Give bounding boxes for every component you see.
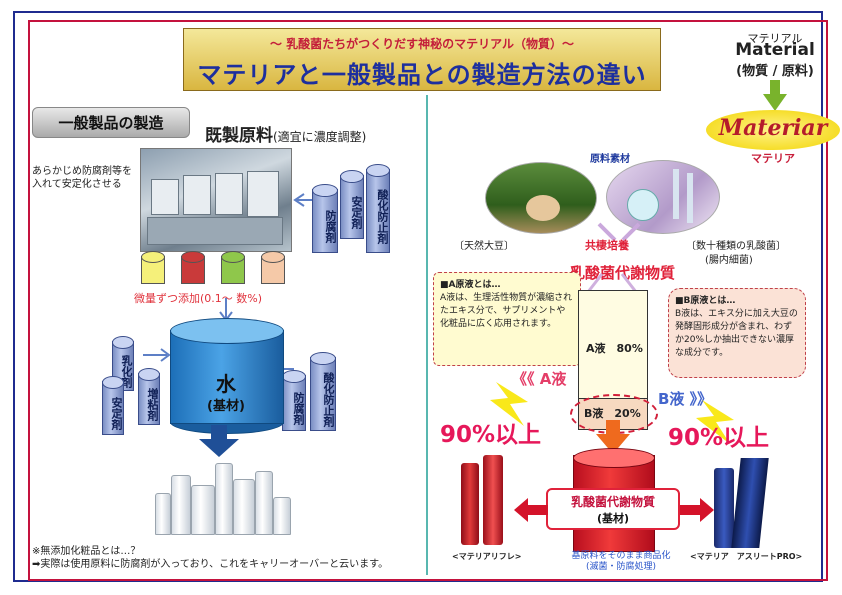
lab-bacteria-image (606, 160, 720, 234)
additive-jars (137, 250, 297, 290)
water-cylinder-top (170, 318, 284, 344)
additive-jar-lid (141, 251, 165, 263)
materiar-caption: マテリア (751, 152, 795, 165)
product-left-caption: <マテリアリフレ> (452, 552, 522, 561)
footnote-line-1: ※無添加化粧品とは…？ (32, 546, 141, 557)
right-arrow-icon (143, 348, 171, 362)
additive-jar-lid (221, 251, 245, 263)
cylinder-antioxidant: 酸化防止剤 (310, 352, 336, 431)
vessel-sub: (基材) (596, 512, 630, 525)
a-box-text: A液は、生理活性物質が濃縮されたエキス分で、サプリメントや化粧品に広く応用されま… (440, 293, 573, 329)
over-90-left: 90%以上 (440, 422, 542, 448)
co-culture-label: 共棲培養 (585, 239, 629, 252)
materia-refre-product (453, 455, 509, 550)
right-arrow-icon (680, 498, 714, 522)
lightning-left-icon (490, 382, 528, 426)
cylinder-stabilizer: 安定剤 (340, 170, 364, 239)
preservative-note-line: あらかじめ防腐剤等を (32, 166, 132, 177)
merge-arrows-icon (597, 222, 641, 242)
a-liquid-percent: 80% (616, 342, 643, 355)
section-title-general: 一般製品の製造 (32, 107, 190, 138)
additive-jar-lid (261, 251, 285, 263)
a-liquid-name: A液 (586, 342, 606, 355)
left-arrow-icon (514, 498, 548, 522)
outer-frame-red (28, 20, 828, 581)
split-arrows-icon (586, 273, 638, 293)
a-liquid-chevron: 《《 A液 (512, 370, 567, 388)
lab-caption-sub: (腸内細菌) (705, 255, 753, 266)
a-liquid-info-box: ■A原液とは… A液は、生理活性物質が濃縮されたエキス分で、サプリメントや化粧品… (433, 272, 581, 366)
additive-jar (221, 251, 245, 284)
cosmetic-bottles (155, 460, 291, 535)
trace-addition-text: 微量ずつ添加(0.1～ 数%) (134, 292, 263, 305)
bottom-note: 基原料をそのまま商品化 (滅菌・防腐処理) (556, 551, 686, 573)
materiar-logo (706, 110, 840, 150)
material-english: Material (735, 40, 815, 60)
metabolite-vessel-label: 乳酸菌代謝物質 (基材) (546, 488, 680, 530)
materiar-logo-text: Materiar (718, 115, 828, 141)
vessel-title: 乳酸菌代謝物質 (570, 495, 655, 509)
preservative-note-line: 入れて安定化させる (32, 179, 122, 190)
additive-jar (181, 251, 205, 284)
raw-material-title-text: 既製原料 (205, 126, 273, 146)
additive-jar (261, 251, 285, 284)
bottom-note-line-1: 基原料をそのまま商品化 (571, 551, 671, 561)
cylinder-preservative: 防腐剤 (312, 184, 338, 253)
over-90-right: 90%以上 (668, 425, 770, 451)
lab-caption: 〔数十種類の乳酸菌〕 (686, 241, 786, 252)
water-label: 水 (216, 372, 236, 396)
raw-material-note: (適宜に濃度調整) (273, 130, 367, 144)
b-box-title: ■B原液とは… (675, 296, 736, 306)
cylinder-thickener: 増粘剤 (138, 368, 160, 425)
a-liquid-label: A液 80% (586, 340, 643, 356)
cylinder-preservative: 防腐剤 (282, 370, 306, 431)
down-arrow-icon (596, 420, 630, 454)
center-divider (426, 95, 428, 575)
additive-cylinders-top: 防腐剤 安定剤 酸化防止剤 (312, 155, 392, 255)
soy-caption: 〔天然大豆〕 (454, 241, 514, 252)
raw-material-label: 原料素材 (590, 154, 630, 165)
cylinder-antioxidant: 酸化防止剤 (366, 164, 390, 253)
outer-frame-blue (13, 11, 823, 582)
additive-jar-lid (181, 251, 205, 263)
cylinder-stabilizer: 安定剤 (102, 376, 124, 435)
raw-material-title: 既製原料(適宜に濃度調整) (205, 121, 366, 146)
page-subtitle: ～ 乳酸菌たちがつくりだす神秘のマテリアル（物質）～ (269, 37, 575, 51)
footnote: ※無添加化粧品とは…？ ➡実際は使用原料に防腐剤が入っており、これをキャリーオー… (32, 545, 388, 571)
additive-cylinders-left: 乳化剤 増粘剤 安定剤 (100, 335, 170, 435)
product-right-caption: <マテリア アスリートPRO> (690, 552, 803, 561)
title-banner (183, 28, 661, 91)
preservative-note: あらかじめ防腐剤等を 入れて安定化させる (32, 165, 132, 191)
down-arrow-icon (199, 425, 239, 457)
b-liquid-chevron: B液 》》 (658, 390, 713, 408)
lightning-right-icon (696, 400, 734, 444)
bottom-note-line-2: (滅菌・防腐処理) (585, 562, 657, 572)
material-katakana: マテリアル (747, 32, 803, 45)
b-liquid-info-box: ■B原液とは… B液は、エキス分に加え大豆の発酵固形成分が含まれ、わずか20%し… (668, 288, 806, 378)
additive-cylinders-right: 防腐剤 酸化防止剤 (282, 345, 342, 435)
materia-athlete-pro-product (708, 458, 769, 550)
additive-jar (141, 251, 165, 284)
b-box-text: B液は、エキス分に加え大豆の発酵固形成分が含まれ、わずか20%しか抽出できない濃… (675, 309, 798, 358)
page-title: マテリアと一般製品との製造方法の違い (197, 61, 647, 89)
soybean-field-image (485, 162, 597, 234)
material-japanese: (物質 / 原料) (736, 64, 814, 79)
factory-photo (140, 148, 292, 252)
a-box-title: ■A原液とは… (440, 280, 501, 290)
down-arrow-icon (763, 80, 787, 111)
metabolite-vessel-top (573, 448, 655, 468)
water-base-label: (基材) (207, 399, 245, 414)
water-cylinder (170, 330, 284, 424)
footnote-line-2: ➡実際は使用原料に防腐剤が入っており、これをキャリーオーバーと云います。 (32, 559, 389, 570)
metabolite-title: 乳酸菌代謝物質 (570, 264, 676, 282)
